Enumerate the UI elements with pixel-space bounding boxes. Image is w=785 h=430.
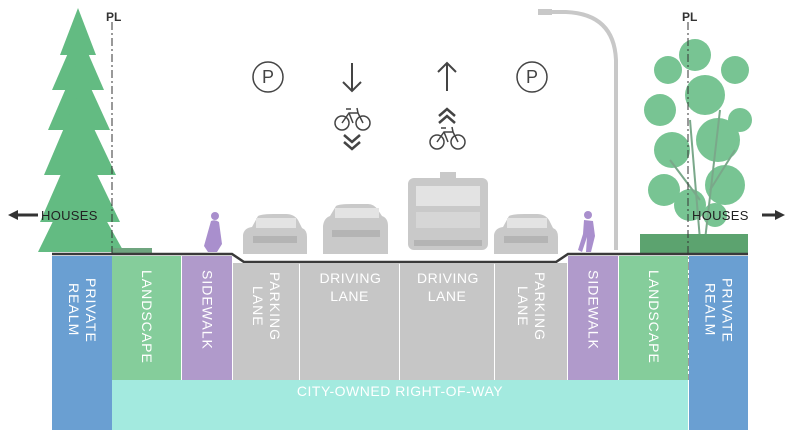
landscape-right: LANDSCAPE: [619, 256, 688, 380]
private-realm-right: PRIVATE REALM: [689, 256, 748, 430]
right-of-way-band: CITY-OWNED RIGHT-OF-WAY: [112, 380, 688, 430]
road-surface-line: [52, 252, 748, 264]
parking-icon-left: [252, 61, 284, 93]
bicycle-left-icon: [334, 107, 371, 131]
bicycle-right-icon: [429, 126, 466, 150]
left-evergreen-tree-icon: [38, 8, 124, 252]
parking-icon-right: [516, 61, 548, 93]
landscape-left-label: LANDSCAPE: [139, 270, 155, 364]
right-hedge: [640, 234, 748, 254]
pedestrian-left-icon: [204, 212, 222, 252]
car-center-left-icon: [323, 204, 388, 254]
sidewalk-right-label: SIDEWALK: [585, 270, 602, 350]
houses-label-left: HOUSES: [41, 208, 98, 223]
parking-lane-right-label: PARKING LANE: [515, 271, 548, 341]
property-line-label-right: PL: [682, 10, 698, 24]
left-grass: [112, 248, 152, 254]
street-light-icon: [542, 10, 618, 250]
driving-lane-left-label: DRIVING LANE: [319, 270, 382, 304]
parking-lane-right: PARKING LANE: [495, 263, 567, 380]
car-right-icon: [494, 214, 558, 254]
sidewalk-right: SIDEWALK: [568, 256, 618, 380]
parking-lane-left-label: PARKING LANE: [250, 271, 283, 341]
chevron-up-icon: [438, 107, 456, 124]
pedestrian-right-icon: [578, 211, 595, 252]
sidewalk-left: SIDEWALK: [182, 256, 232, 380]
landscape-right-label: LANDSCAPE: [646, 270, 662, 364]
landscape-left: LANDSCAPE: [112, 256, 181, 380]
street-light-head: [538, 9, 552, 15]
parking-lane-left: PARKING LANE: [233, 263, 299, 380]
parking-symbol-left: P: [261, 67, 274, 87]
driving-lane-right: DRIVING LANE: [400, 263, 494, 380]
property-line-label-left: PL: [106, 10, 122, 24]
private-realm-left-label: PRIVATE REALM: [66, 277, 99, 343]
parking-symbol-right: P: [525, 67, 538, 87]
driving-lane-left: DRIVING LANE: [300, 263, 399, 380]
car-left-icon: [243, 214, 307, 254]
down-arrow-icon: [342, 63, 362, 93]
houses-label-right: HOUSES: [692, 208, 749, 223]
private-realm-right-label: PRIVATE REALM: [702, 277, 736, 343]
right-of-way-label: CITY-OWNED RIGHT-OF-WAY: [296, 383, 504, 399]
houses-arrow-left-icon: [8, 210, 38, 220]
chevron-down-icon: [343, 134, 361, 151]
right-deciduous-tree-icon: [644, 39, 752, 241]
sidewalk-left-label: SIDEWALK: [199, 270, 216, 350]
driving-lane-right-label: DRIVING LANE: [417, 270, 479, 304]
houses-arrow-right-icon: [762, 210, 785, 220]
up-arrow-icon: [437, 61, 457, 91]
private-realm-left: PRIVATE REALM: [52, 256, 112, 430]
bus-icon: [408, 172, 488, 250]
